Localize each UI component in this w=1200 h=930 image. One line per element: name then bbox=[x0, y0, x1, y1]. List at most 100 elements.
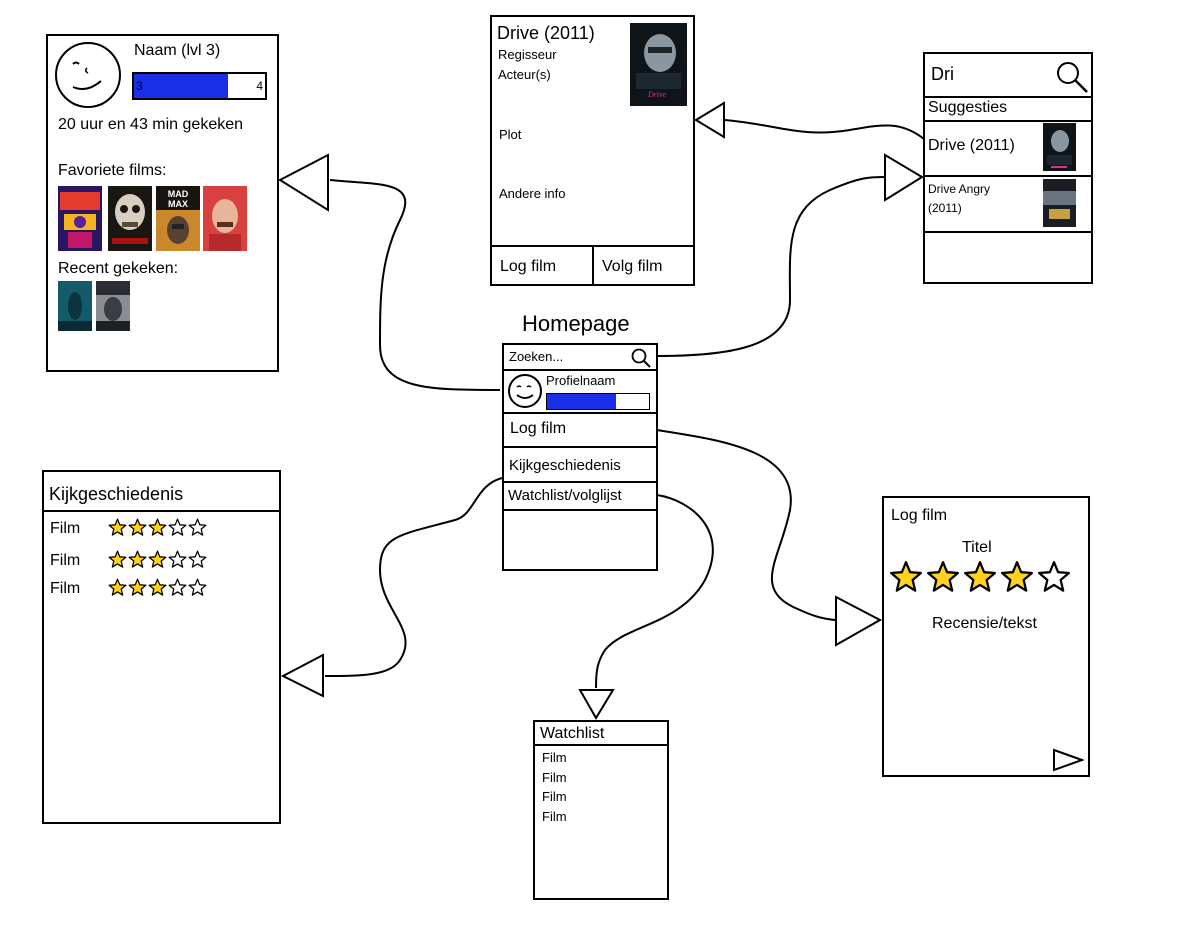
star-filled-icon bbox=[108, 550, 127, 568]
plot-label: Plot bbox=[499, 127, 522, 142]
avatar bbox=[55, 42, 121, 108]
follow-film-button[interactable]: Volg film bbox=[602, 258, 663, 275]
star-filled-icon bbox=[148, 550, 167, 568]
favorite-poster-1[interactable] bbox=[58, 186, 102, 251]
suggestions-label: Suggesties bbox=[928, 99, 1008, 116]
connector-search bbox=[656, 176, 886, 357]
watchlist-item[interactable]: Film bbox=[542, 770, 567, 785]
homepage-screen: Zoeken... Profielnaam Log film Kijkgesch… bbox=[502, 343, 658, 571]
review-field[interactable]: Recensie/tekst bbox=[932, 615, 1037, 632]
svg-text:MAX: MAX bbox=[168, 199, 188, 209]
connector-profile bbox=[329, 179, 501, 391]
profile-level-fill bbox=[134, 74, 229, 98]
poster3-text: MAD bbox=[168, 189, 189, 199]
star-filled-icon bbox=[1000, 560, 1034, 592]
star-empty-icon bbox=[1037, 560, 1071, 592]
star-empty-icon bbox=[168, 550, 187, 568]
other-info-label: Andere info bbox=[499, 186, 566, 201]
movie-title: Drive (2011) bbox=[497, 23, 595, 43]
history-row-1-stars bbox=[108, 518, 207, 537]
level-to: 4 bbox=[256, 79, 263, 93]
suggestion-2-poster bbox=[1043, 179, 1076, 227]
favorites-label: Favoriete films: bbox=[58, 162, 167, 179]
arrowhead-logfilm bbox=[835, 595, 883, 647]
connector-logfilm bbox=[656, 429, 836, 621]
suggestion-2-title[interactable]: Drive Angry bbox=[928, 182, 991, 196]
log-film-field-title[interactable]: Titel bbox=[962, 539, 992, 556]
star-filled-icon bbox=[926, 560, 960, 592]
star-filled-icon bbox=[128, 578, 147, 596]
star-empty-icon bbox=[168, 578, 187, 596]
recent-poster-2[interactable] bbox=[96, 281, 130, 331]
watchlist-title: Watchlist bbox=[540, 725, 605, 742]
homepage-progress-bar bbox=[546, 393, 650, 410]
search-query[interactable]: Dri bbox=[931, 64, 954, 84]
log-film-rating[interactable] bbox=[889, 560, 1071, 594]
level-from: 3 bbox=[136, 79, 143, 93]
favorite-poster-2[interactable] bbox=[108, 186, 152, 251]
movie-poster: Drive bbox=[630, 23, 687, 106]
connector-watchlist bbox=[595, 494, 714, 689]
search-icon[interactable] bbox=[1055, 60, 1089, 94]
arrowhead-watchlist bbox=[578, 689, 615, 720]
homepage-profile-name[interactable]: Profielnaam bbox=[546, 373, 616, 388]
recent-label: Recent gekeken: bbox=[58, 260, 179, 277]
profile-name: Naam (lvl 3) bbox=[134, 42, 221, 59]
play-triangle-icon[interactable] bbox=[1052, 748, 1084, 772]
menu-log-film[interactable]: Log film bbox=[510, 420, 567, 437]
favorite-poster-3[interactable]: MAD MAX bbox=[156, 186, 200, 251]
connector-history bbox=[324, 477, 503, 677]
history-screen: Kijkgeschiedenis Film Film Film bbox=[42, 470, 281, 824]
star-empty-icon bbox=[168, 518, 187, 536]
star-filled-icon bbox=[889, 560, 923, 592]
watchlist-item[interactable]: Film bbox=[542, 750, 567, 765]
homepage-progress-fill bbox=[547, 394, 617, 409]
homepage-search-input[interactable]: Zoeken... bbox=[509, 349, 564, 364]
star-filled-icon bbox=[108, 518, 127, 536]
star-filled-icon bbox=[108, 578, 127, 596]
star-filled-icon bbox=[128, 550, 147, 568]
history-row-3-stars bbox=[108, 578, 207, 597]
connector-movie bbox=[724, 119, 925, 140]
watchlist-item[interactable]: Film bbox=[542, 809, 567, 824]
log-film-screen: Log film Titel Recensie/tekst bbox=[882, 496, 1090, 777]
homepage-avatar[interactable] bbox=[507, 373, 543, 409]
page-title: Homepage bbox=[522, 311, 630, 336]
suggestion-1[interactable]: Drive (2011) bbox=[928, 137, 1015, 154]
suggestion-2-year: (2011) bbox=[928, 201, 962, 215]
suggestion-1-poster bbox=[1043, 123, 1076, 171]
watchlist-item[interactable]: Film bbox=[542, 789, 567, 804]
favorite-poster-4[interactable] bbox=[203, 186, 247, 251]
history-row-2-stars bbox=[108, 550, 207, 569]
search-screen: Dri Suggesties Drive (2011) Drive Angry … bbox=[923, 52, 1093, 284]
arrowhead-movie bbox=[694, 101, 725, 139]
star-filled-icon bbox=[963, 560, 997, 592]
profile-level-bar: 3 4 bbox=[132, 72, 267, 100]
profile-screen: Naam (lvl 3) 3 4 20 uur en 43 min gekeke… bbox=[46, 34, 279, 372]
menu-watchlist[interactable]: Watchlist/volglijst bbox=[508, 487, 622, 504]
history-title: Kijkgeschiedenis bbox=[49, 484, 184, 504]
log-film-title: Log film bbox=[891, 507, 948, 524]
recent-poster-1[interactable] bbox=[58, 281, 92, 331]
star-filled-icon bbox=[128, 518, 147, 536]
menu-kijkgeschiedenis[interactable]: Kijkgeschiedenis bbox=[509, 457, 621, 474]
arrowhead-profile bbox=[277, 153, 329, 212]
star-filled-icon bbox=[148, 518, 167, 536]
watchlist-screen: Watchlist Film Film Film Film bbox=[533, 720, 669, 900]
arrowhead-history bbox=[280, 653, 324, 698]
director-label: Regisseur bbox=[498, 47, 557, 62]
homepage-search-icon[interactable] bbox=[630, 347, 652, 369]
history-row-1-label[interactable]: Film bbox=[50, 520, 81, 537]
watch-time: 20 uur en 43 min gekeken bbox=[58, 116, 244, 133]
arrowhead-search bbox=[884, 153, 924, 202]
history-row-2-label[interactable]: Film bbox=[50, 552, 81, 569]
history-row-3-label[interactable]: Film bbox=[50, 580, 81, 597]
star-filled-icon bbox=[148, 578, 167, 596]
movie-detail-screen: Drive (2011) Regisseur Acteur(s) Drive P… bbox=[490, 15, 695, 286]
actor-label: Acteur(s) bbox=[498, 67, 551, 82]
star-empty-icon bbox=[188, 550, 207, 568]
log-film-button[interactable]: Log film bbox=[500, 258, 557, 275]
star-empty-icon bbox=[188, 518, 207, 536]
svg-text:Drive: Drive bbox=[647, 90, 667, 99]
